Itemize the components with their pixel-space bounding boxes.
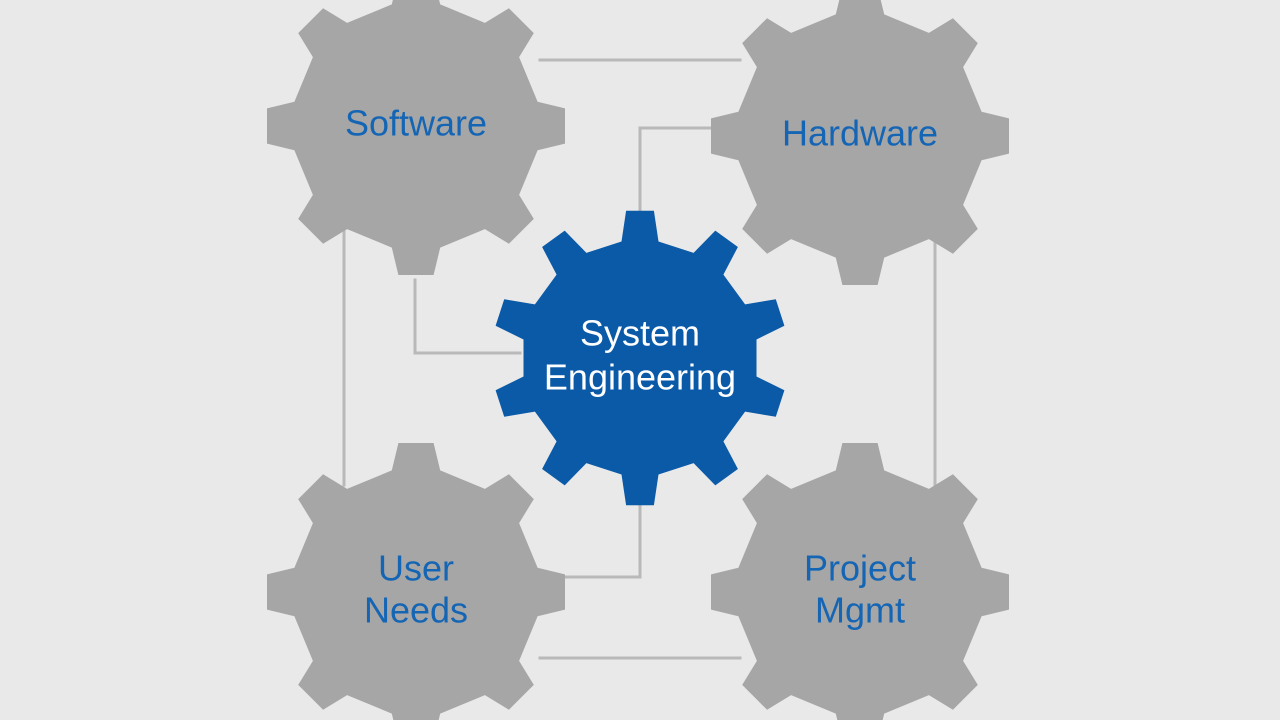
project-mgmt-label-line-2: Mgmt: [815, 590, 905, 631]
project-mgmt-label-line-1: Project: [804, 548, 916, 589]
connector-hardware-center: [638, 126, 742, 242]
hardware-gear-body: [711, 0, 1009, 285]
project-mgmt-gear-body: [711, 443, 1009, 720]
connector-center-userneeds: [538, 473, 642, 579]
user-needs-label-line-2: Needs: [364, 590, 468, 631]
user-needs-gear-body: [267, 443, 565, 720]
software-gear-body: [267, 0, 565, 275]
system-engineering-label-line-1: System: [580, 313, 700, 354]
user-needs-label-line-1: User: [378, 548, 454, 589]
software-label-line-1: Software: [345, 103, 487, 144]
software-gear: Software: [267, 0, 565, 275]
hardware-label-line-1: Hardware: [782, 113, 938, 154]
hardware-gear: Hardware: [711, 0, 1009, 285]
system-engineering-label-line-2: Engineering: [544, 357, 736, 398]
system-engineering-gear-body: [495, 210, 785, 506]
connector-software-center: [413, 278, 522, 355]
connector-lines: [342, 58, 937, 660]
